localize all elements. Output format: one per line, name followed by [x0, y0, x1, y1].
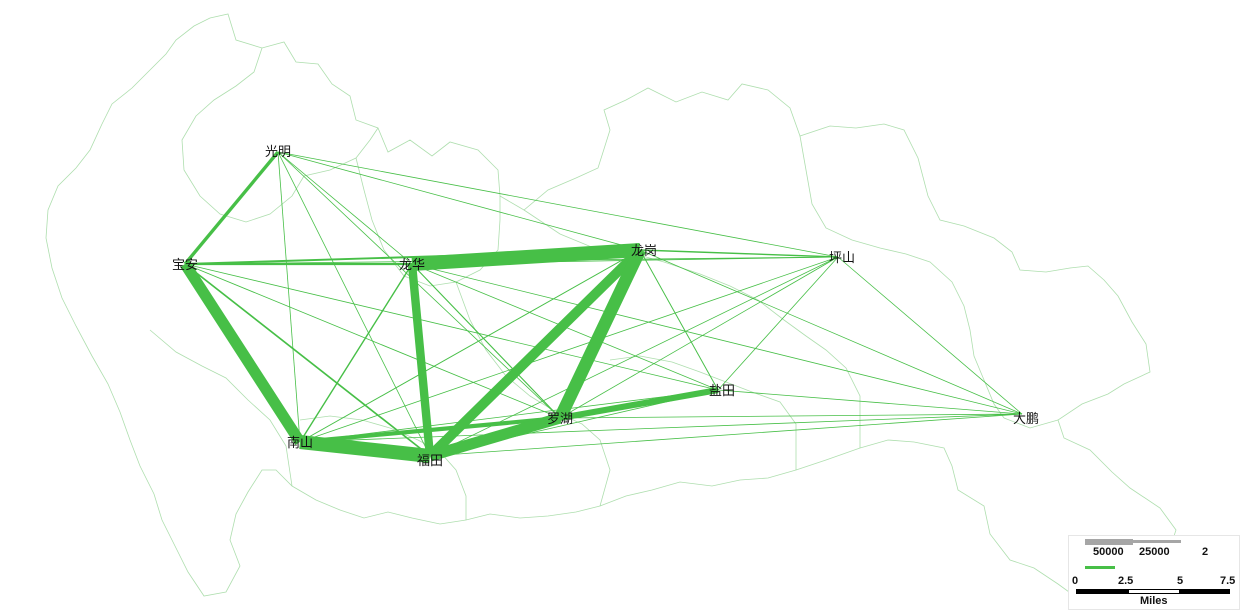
flow-longgang-pingshan: [639, 249, 839, 258]
flow-longhua-nanshan: [299, 263, 413, 443]
flow-nanshan-futian: [299, 435, 431, 463]
scale-tick-7-5: 7.5: [1220, 575, 1236, 587]
scale-tick-2-5: 2.5: [1118, 575, 1134, 587]
district-border-guangming: [181, 47, 379, 223]
flow-longgang-luohu: [554, 247, 646, 421]
flow-longhua-futian: [407, 263, 435, 457]
flow-longhua-luohu: [411, 263, 561, 419]
flow-longhua-dapeng: [411, 263, 1023, 415]
flow-longgang-dapeng: [639, 249, 1023, 415]
district-label-longgang: 龙岗: [631, 244, 657, 259]
district-border-longgang: [523, 209, 861, 448]
district-label-pingshan: 坪山: [829, 251, 855, 266]
scale-tick-5: 5: [1177, 575, 1184, 587]
flow-pingshan-luohu: [559, 256, 839, 419]
flow-longhua-longgang: [411, 243, 641, 271]
scale-tick-0: 0: [1072, 575, 1079, 587]
flow-futian-dapeng: [429, 413, 1023, 457]
legend-bar-medium: [1133, 540, 1181, 543]
flow-guangming-nanshan: [277, 151, 301, 443]
flow-luohu-yantian: [559, 386, 719, 422]
flow-longgang-nanshan: [299, 249, 641, 443]
legend-bar-large: [1085, 539, 1133, 545]
district-label-longhua: 龙华: [399, 258, 425, 273]
district-label-dapeng: 大鹏: [1013, 412, 1039, 427]
flow-lines: [180, 150, 1023, 463]
scale-segment-3: [1180, 589, 1230, 594]
flow-luohu-dapeng: [559, 413, 1023, 419]
legend-flow-line-swatch: [1085, 566, 1115, 569]
flow-guangming-baoan: [183, 150, 280, 266]
flow-futian-luohu: [428, 412, 562, 462]
legend-label-2: 2: [1202, 546, 1209, 558]
district-label-nanshan: 南山: [287, 435, 313, 451]
district-border-yantian: [609, 355, 797, 470]
flow-longgang-futian: [426, 246, 644, 460]
district-label-futian: 福田: [417, 454, 443, 469]
flow-yantian-nanshan: [299, 389, 719, 443]
scale-unit: Miles: [1140, 595, 1168, 607]
legend-label-25000: 25000: [1139, 546, 1170, 558]
scale-bar: 0 2.5 5 7.5 Miles: [1068, 575, 1240, 611]
flow-pingshan-dapeng: [837, 256, 1023, 415]
legend: 50000 25000 2: [1068, 535, 1240, 610]
district-border-longhua: [355, 157, 501, 287]
district-label-baoan: 宝安: [172, 258, 198, 273]
district-label-guangming: 光明: [265, 145, 291, 160]
flow-baoan-yantian: [184, 263, 719, 391]
scale-segment-2: [1128, 589, 1180, 594]
flow-yantian-dapeng: [717, 389, 1023, 415]
flow-pingshan-nanshan: [299, 256, 839, 443]
district-border-baoan-nanshan: [149, 329, 293, 487]
district-border-luohu: [455, 281, 611, 507]
flow-longgang-yantian: [639, 249, 719, 391]
district-border-dapeng: [1003, 417, 1059, 429]
flow-guangming-pingshan: [277, 151, 839, 258]
district-border-pingshan: [799, 135, 1005, 419]
district-label-luohu: 罗湖: [547, 412, 573, 427]
legend-label-50000: 50000: [1093, 546, 1124, 558]
flow-nanshan-dapeng: [299, 413, 1023, 443]
district-label-yantian: 盐田: [709, 384, 735, 399]
flow-guangming-longhua: [277, 151, 413, 265]
flow-pingshan-yantian: [717, 256, 839, 391]
flow-baoan-nanshan: [180, 260, 305, 446]
flow-guangming-longgang: [277, 151, 641, 251]
flow-baoan-futian: [184, 263, 431, 457]
scale-segment-1: [1076, 589, 1128, 594]
district-border-futian: [299, 415, 467, 520]
